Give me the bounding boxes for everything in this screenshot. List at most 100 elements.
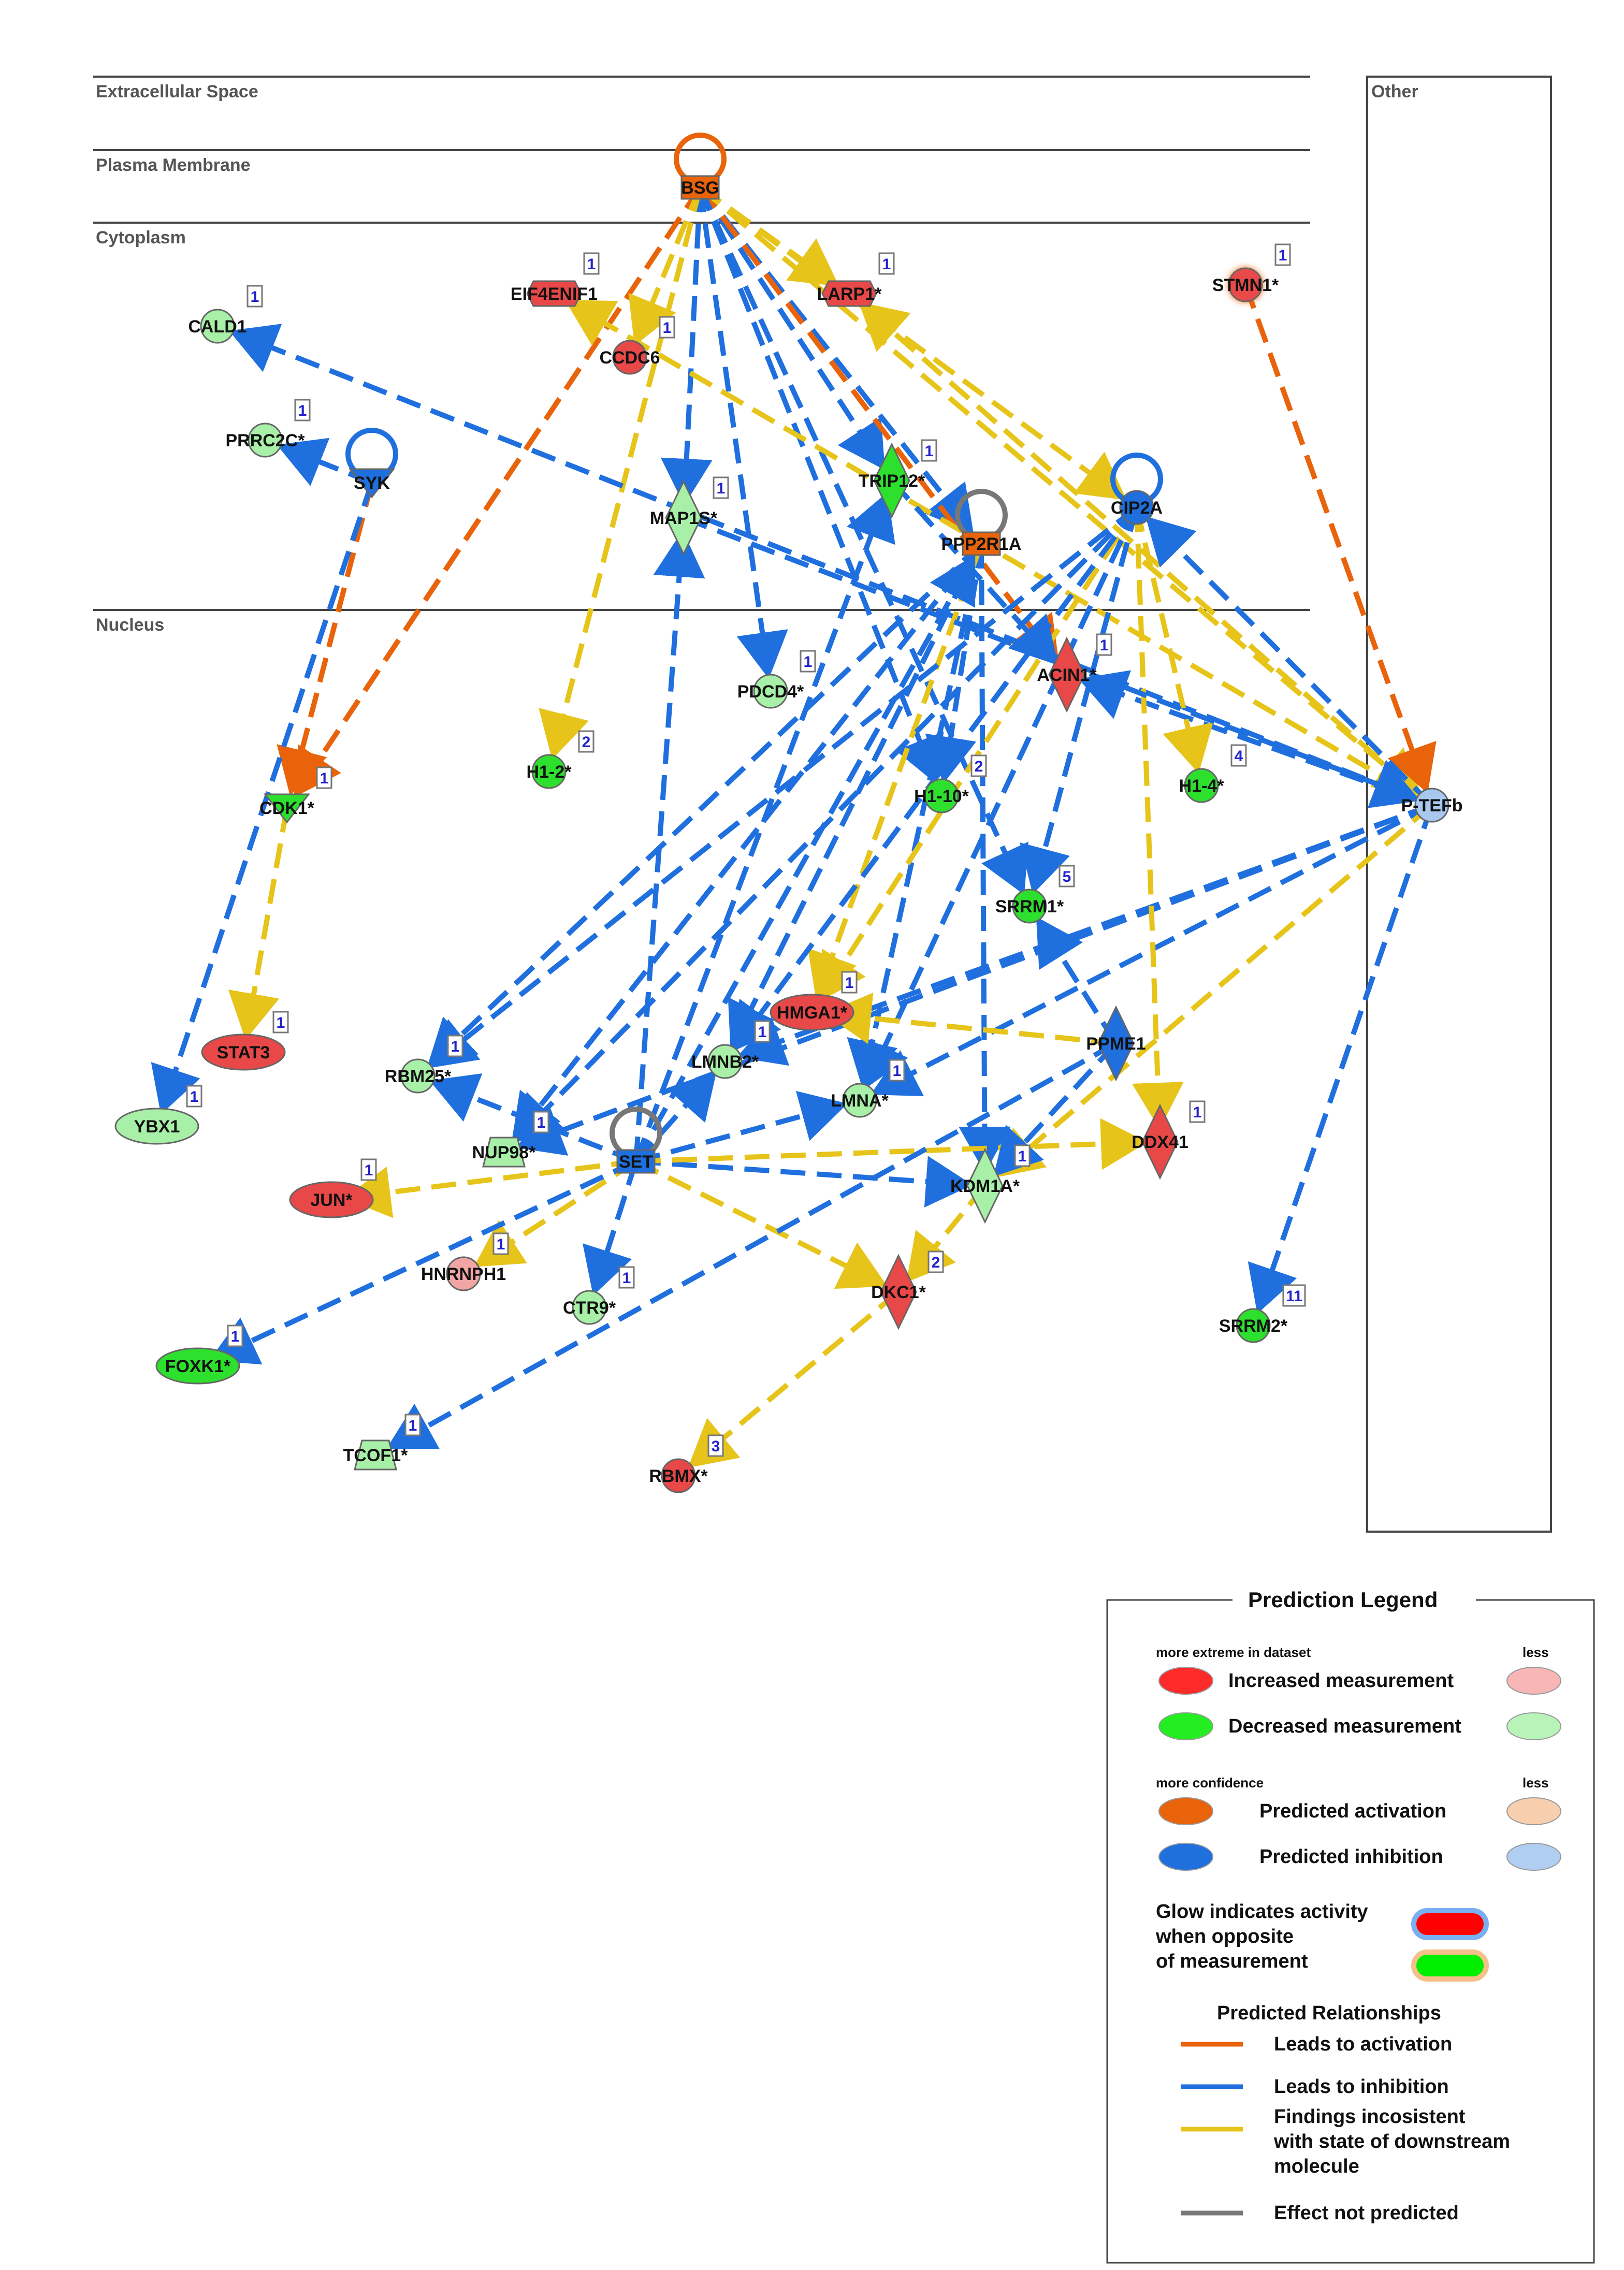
- node-NUP98[interactable]: NUP98*1: [472, 1111, 549, 1168]
- badge-count-LMNB2: 1: [758, 1024, 767, 1041]
- edge-BSG-to-CDK1: [294, 186, 703, 798]
- node-RBM25[interactable]: RBM25*1: [385, 1035, 463, 1094]
- node-TRIP12[interactable]: TRIP12*1: [859, 439, 937, 519]
- edge-SET-to-LMNA: [635, 1090, 848, 1164]
- node-SRRM1[interactable]: SRRM1*5: [995, 865, 1075, 924]
- node-shape-ACIN1: [1048, 636, 1085, 713]
- node-shape-HMGA1: [770, 994, 854, 1031]
- badge-count-MAP1S: 1: [717, 480, 726, 497]
- region-plasma-membrane: Plasma Membrane: [96, 155, 251, 175]
- node-SYK[interactable]: SYK: [348, 468, 396, 499]
- node-ACIN1[interactable]: ACIN1*1: [1037, 633, 1112, 713]
- edge-BSG-to-PTEFb: [698, 185, 1423, 797]
- badge-count-PDCD4: 1: [804, 653, 813, 671]
- node-shape-SYK: [348, 468, 396, 499]
- badge-box-RBMX: [707, 1434, 724, 1457]
- node-MAP1S[interactable]: MAP1S*1: [650, 476, 729, 556]
- node-CDK1[interactable]: CDK1*1: [259, 766, 332, 824]
- badge-box-CALD1: [247, 285, 263, 308]
- node-PPME1[interactable]: PPME1: [1086, 1005, 1146, 1082]
- badge-count-CALD1: 1: [251, 288, 259, 305]
- legend-decreased-strong-swatch: [1158, 1712, 1213, 1740]
- edge-PPME1-to-HMGA1: [824, 992, 1116, 1046]
- edge-PTEFb-to-CIP2A: [1145, 516, 1434, 807]
- node-label-KDM1A: KDM1A*: [950, 1176, 1020, 1196]
- node-label-FOXK1: FOXK1*: [165, 1357, 231, 1376]
- node-CIP2A[interactable]: CIP2A: [1111, 490, 1163, 525]
- node-label-YBX1: YBX1: [134, 1117, 180, 1137]
- badge-box-NUP98: [533, 1111, 549, 1133]
- node-label-TRIP12: TRIP12*: [859, 471, 925, 491]
- node-shape-BSG: [680, 175, 720, 200]
- node-CTR9[interactable]: CTR9*1: [563, 1266, 635, 1325]
- node-shape-DDX41: [1141, 1103, 1179, 1180]
- nodes-layer: BSGEIF4ENIF11LARP1*1STMN1*1CALD11CCDC61P…: [114, 175, 1463, 1493]
- node-label-BSG: BSG: [681, 178, 719, 198]
- node-PTEFb[interactable]: P-TEFb: [1401, 788, 1463, 823]
- badge-box-TCOF1: [404, 1414, 421, 1436]
- edge-BSG-to-H1-2: [539, 186, 703, 760]
- edge-PPP2R1A-to-NUP98: [511, 542, 983, 1143]
- badge-count-FOXK1: 1: [231, 1328, 240, 1345]
- node-JUN[interactable]: JUN*1: [289, 1158, 377, 1218]
- node-KDM1A[interactable]: KDM1A*1: [950, 1144, 1031, 1224]
- node-RBMX[interactable]: RBMX*3: [649, 1434, 724, 1493]
- node-label-TCOF1: TCOF1*: [343, 1446, 408, 1465]
- node-FOXK1[interactable]: FOXK1*1: [155, 1325, 243, 1385]
- node-label-H1-2: H1-2*: [527, 762, 572, 782]
- edge-PPP2R1A-to-HMGA1: [807, 543, 984, 1001]
- node-shape-CIP2A: [1119, 490, 1154, 525]
- node-DKC1[interactable]: DKC1*2: [871, 1250, 944, 1330]
- node-H1-4[interactable]: H1-4*4: [1179, 744, 1247, 803]
- node-LMNA[interactable]: LMNA*1: [831, 1059, 905, 1118]
- edge-CIP2A-to-LMNA: [861, 506, 1139, 1089]
- edge-BSG-to-TRIP12: [698, 186, 885, 470]
- badge-count-SRRM2: 11: [1286, 1288, 1302, 1305]
- node-label-CDK1: CDK1*: [259, 798, 315, 818]
- badge-count-NUP98: 1: [537, 1114, 546, 1131]
- node-shape-H1-2: [531, 754, 567, 789]
- node-LARP1[interactable]: LARP1*1: [817, 252, 895, 307]
- legend-less-1: less: [1523, 1645, 1549, 1660]
- node-TCOF1[interactable]: TCOF1*1: [343, 1414, 421, 1471]
- node-STMN1[interactable]: STMN1*1: [1212, 243, 1291, 302]
- node-shape-CDK1: [263, 793, 311, 824]
- badge-box-ACIN1: [1096, 633, 1112, 656]
- edge-PTEFb-to-CALD1: [229, 324, 1433, 808]
- node-SET[interactable]: SET: [616, 1149, 656, 1174]
- edge-SET-to-TRIP12: [633, 492, 895, 1162]
- node-shape-FOXK1: [155, 1347, 240, 1385]
- node-shape-PPME1: [1097, 1005, 1135, 1082]
- node-label-CALD1: CALD1: [188, 317, 247, 337]
- prediction-legend: Prediction Legend more extreme in datase…: [1106, 1588, 1595, 2264]
- edge-PTEFb-to-SRRM2: [1248, 804, 1434, 1314]
- node-PRRC2C[interactable]: PRRC2C*1: [225, 399, 311, 458]
- node-SRRM2[interactable]: SRRM2*11: [1219, 1284, 1306, 1343]
- legend-inhibition-label: Predicted inhibition: [1259, 1846, 1443, 1868]
- node-shape-SRRM2: [1236, 1308, 1271, 1343]
- node-shape-KDM1A: [966, 1147, 1004, 1224]
- badge-count-JUN: 1: [365, 1162, 373, 1179]
- node-PDCD4[interactable]: PDCD4*1: [737, 650, 816, 709]
- node-HMGA1[interactable]: HMGA1*1: [770, 971, 858, 1031]
- node-LMNB2[interactable]: LMNB2*1: [691, 1020, 771, 1079]
- node-PPP2R1A[interactable]: PPP2R1A: [941, 531, 1022, 556]
- node-BSG[interactable]: BSG: [680, 175, 720, 200]
- node-label-DKC1: DKC1*: [871, 1283, 926, 1302]
- node-H1-2[interactable]: H1-2*2: [527, 730, 594, 789]
- node-label-PTEFb: P-TEFb: [1401, 796, 1463, 816]
- badge-count-STAT3: 1: [277, 1014, 285, 1031]
- region-extracellular: Extracellular Space: [96, 82, 258, 101]
- node-shape-NUP98: [482, 1137, 526, 1168]
- node-shape-H1-4: [1184, 768, 1219, 803]
- node-H1-10[interactable]: H1-10*2: [914, 754, 987, 813]
- legend-rel-not-predicted: Effect not predicted: [1274, 2202, 1459, 2224]
